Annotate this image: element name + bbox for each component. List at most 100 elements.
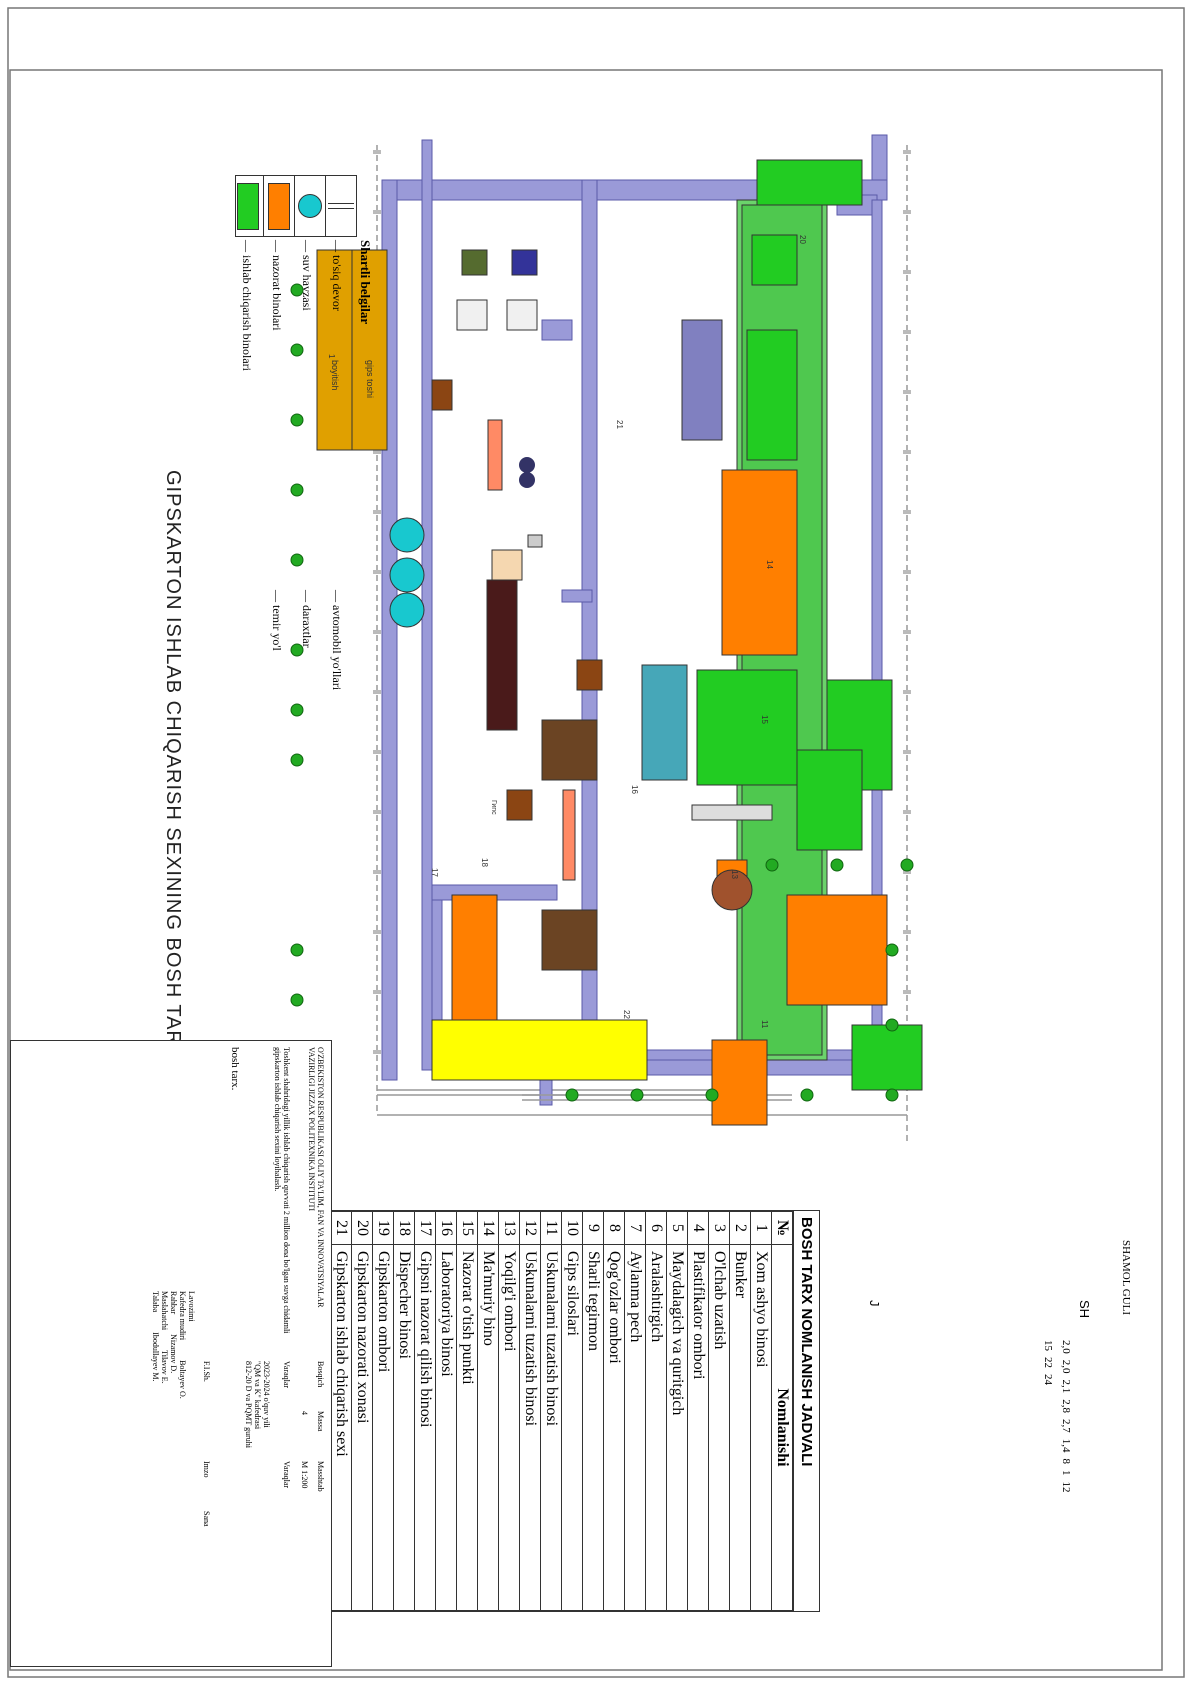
fish-header: F.I.Sh. xyxy=(202,1361,211,1382)
row-number: 14 xyxy=(477,1211,499,1245)
legend-item-label: — ishlab chiqarish binolari xyxy=(240,240,254,371)
row-number: 12 xyxy=(519,1211,541,1245)
outer-border xyxy=(7,7,1185,1678)
wind-rose-heading: SHAMOL GULI xyxy=(1120,1240,1132,1316)
row-number: 15 xyxy=(456,1211,478,1245)
row-name: Gipskarton nazorati xonasi xyxy=(351,1244,373,1611)
names-table: BOSH TARX NOMLANISH JADVALI № Nomlanishi… xyxy=(278,1210,820,1612)
row-number: 3 xyxy=(708,1211,730,1245)
row-number: 6 xyxy=(645,1211,667,1245)
row-number: 2 xyxy=(729,1211,751,1245)
water-pools xyxy=(389,517,425,628)
fence-wall-icon xyxy=(325,176,356,236)
legend-item-label: — temir yo'l xyxy=(270,590,284,651)
row-name: Maydalagich va quritgich xyxy=(666,1244,688,1611)
wind-rose-value: 2,1 xyxy=(1060,1379,1072,1394)
row-name: Plastifikator ombori xyxy=(687,1244,709,1611)
laboratory-building xyxy=(641,664,688,781)
row-number: 13 xyxy=(498,1211,520,1245)
title-block-role: Lavozimi xyxy=(187,1291,196,1322)
row-name: Nazorat o'tish punkti xyxy=(456,1244,478,1611)
row-number: 11 xyxy=(540,1211,562,1245)
masshtab-label: Masshtab xyxy=(316,1461,325,1492)
row-name: Sharli tegirmon xyxy=(582,1244,604,1611)
fuel-tank xyxy=(711,869,753,911)
svg-text:17: 17 xyxy=(430,868,439,877)
sign-header: Imzo xyxy=(202,1461,211,1478)
svg-text:11: 11 xyxy=(760,1020,769,1029)
wind-rose-value: 2,8 xyxy=(1060,1399,1072,1413)
row-number: 5 xyxy=(666,1211,688,1245)
varaq-label: Varaqlar xyxy=(282,1361,291,1389)
row-name: Gipskarton ishlab chiqarish sexi xyxy=(330,1244,352,1611)
row-name: Aylanma pech xyxy=(624,1244,646,1611)
water-pool-icon xyxy=(294,176,325,236)
svg-text:18: 18 xyxy=(480,858,489,867)
date-header: Sana xyxy=(202,1511,211,1527)
row-name: Gipsni nazorat qilish binosi xyxy=(414,1244,436,1611)
svg-text:21: 21 xyxy=(615,420,624,429)
row-number: 9 xyxy=(582,1211,604,1245)
row-number: 8 xyxy=(603,1211,625,1245)
wind-rose-value: 8 xyxy=(1060,1458,1072,1465)
row-name: Aralashtirgich xyxy=(645,1244,667,1611)
bosqich-label: Bosqich xyxy=(316,1361,325,1388)
title-block-role: Kafedra mudiriBoltayev O. xyxy=(178,1291,187,1399)
production-building-icon xyxy=(234,176,263,236)
production-line: Гипс xyxy=(431,249,603,971)
row-name: Xom ashyo binosi xyxy=(750,1244,772,1611)
raw-material-label-bottom: boyitish xyxy=(330,360,340,391)
row-number: 7 xyxy=(624,1211,646,1245)
title-block: O'ZBEKISTON RESPUBLIKASI OLIY TA'LIM, FA… xyxy=(10,1040,332,1667)
varaqlar-label: Varaqlar xyxy=(282,1461,291,1489)
row-name: Dispecher binosi xyxy=(393,1244,415,1611)
wind-rose-value: 15 xyxy=(1042,1340,1054,1351)
row-name: Gips siloslari xyxy=(561,1244,583,1611)
legend-item-label: — to'siq devor xyxy=(330,240,344,311)
svg-text:15: 15 xyxy=(760,715,769,724)
wind-rose-value: 1,4 xyxy=(1060,1438,1072,1453)
svg-text:14: 14 xyxy=(765,560,774,569)
wind-rose-value: 2,0 xyxy=(1060,1340,1072,1354)
row-number: 18 xyxy=(393,1211,415,1245)
wind-rose-value: 24 xyxy=(1042,1374,1054,1385)
row-name: O'lchab uzatish xyxy=(708,1244,730,1611)
row-name: Gipskarton ombori xyxy=(372,1244,394,1611)
row-number: 1 xyxy=(750,1211,772,1245)
plan-number-labels: 1 21 14 15 13 11 22 16 18 17 20 xyxy=(327,235,807,1029)
line-label: Гипс xyxy=(490,800,497,815)
title-block-person: Nizamov D. xyxy=(169,1334,178,1374)
legend-labels: Shartli belgilar— to'siq devor— suv havz… xyxy=(232,240,373,371)
legend-labels-2: — avtomobil yo'llari— daraxtlar— temir y… xyxy=(262,590,352,690)
svg-text:13: 13 xyxy=(730,870,739,879)
row-name: Uskunalarni tuzatish binosi xyxy=(519,1244,541,1611)
trees xyxy=(290,223,914,1102)
control-building-icon xyxy=(263,176,294,236)
names-table-heading: BOSH TARX NOMLANISH JADVALI xyxy=(793,1211,819,1611)
svg-text:22: 22 xyxy=(622,1010,631,1019)
legend-heading: Shartli belgilar xyxy=(358,240,373,325)
row-number: 21 xyxy=(330,1211,352,1245)
institute-name: O'ZBEKISTON RESPUBLIKASI OLIY TA'LIM, FA… xyxy=(307,1047,325,1308)
wind-rose-value: 1 xyxy=(1060,1470,1072,1476)
col-name-header: Nomlanishi xyxy=(771,1244,793,1611)
row-name: Bunker xyxy=(729,1244,751,1611)
title-block-footer: 2023-2024 o'quv yili "QM va K" kafedrasi… xyxy=(244,1361,271,1448)
row-number: 4 xyxy=(687,1211,709,1245)
wind-rose-south: J xyxy=(867,1300,882,1307)
